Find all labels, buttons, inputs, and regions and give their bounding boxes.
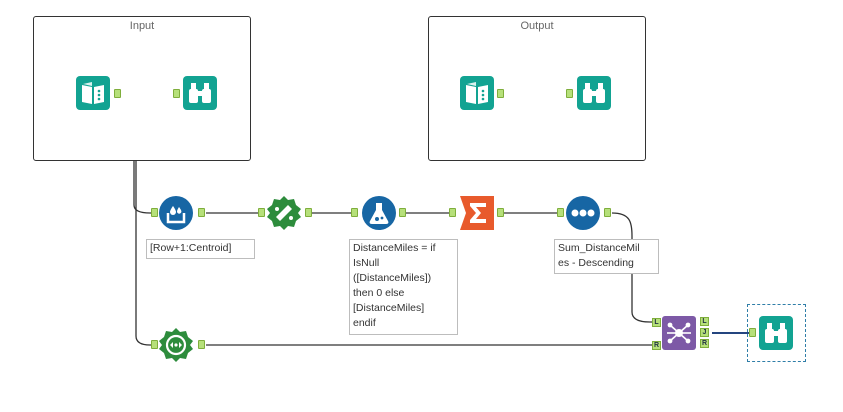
spatial-input-anchor[interactable] xyxy=(151,340,158,349)
input-data-tool-output[interactable] xyxy=(460,76,494,110)
formula-input-anchor[interactable] xyxy=(351,208,358,217)
formula-tool[interactable] xyxy=(362,196,396,230)
binoculars-icon xyxy=(759,316,793,350)
join-right-input-anchor[interactable]: R xyxy=(652,341,661,350)
summarize-output-anchor[interactable] xyxy=(497,208,504,217)
sort-output-anchor[interactable] xyxy=(604,208,611,217)
spatial-gear-icon xyxy=(159,328,193,362)
book-input-icon xyxy=(460,76,494,110)
selected-tool-outline xyxy=(747,304,806,362)
formula-output-anchor[interactable] xyxy=(399,208,406,217)
distance-tool[interactable] xyxy=(267,196,301,230)
input-data-output-anchor[interactable] xyxy=(114,89,121,98)
sort-tool[interactable] xyxy=(566,196,600,230)
flask-icon xyxy=(362,196,396,230)
dots-icon xyxy=(566,196,600,230)
join-right-output-anchor[interactable]: R xyxy=(700,339,709,348)
browse-tool-final[interactable] xyxy=(759,316,793,350)
book-input-icon xyxy=(76,76,110,110)
join-network-icon xyxy=(662,316,696,350)
spatial-output-anchor[interactable] xyxy=(198,340,205,349)
join-tool[interactable] xyxy=(662,316,696,350)
wire-sort-to-join[interactable] xyxy=(611,212,656,323)
browse-input-anchor[interactable] xyxy=(173,89,180,98)
distance-input-anchor[interactable] xyxy=(258,208,265,217)
join-join-output-anchor[interactable]: J xyxy=(700,328,709,337)
sort-annotation: Sum_DistanceMil es - Descending xyxy=(554,239,659,274)
summarize-tool[interactable] xyxy=(460,196,494,230)
formula-annotation: DistanceMiles = if IsNull ([DistanceMile… xyxy=(349,239,458,335)
input-data-tool[interactable] xyxy=(76,76,110,110)
join-left-input-anchor[interactable]: L xyxy=(652,318,661,327)
input-container[interactable]: Input xyxy=(33,16,251,161)
multi-row-formula-annotation: [Row+1:Centroid] xyxy=(146,239,255,259)
browse-tool-input[interactable] xyxy=(183,76,217,110)
output-container-title: Output xyxy=(520,20,554,32)
multi-row-formula-tool[interactable] xyxy=(159,196,193,230)
drops-icon xyxy=(159,196,193,230)
multirow-output-anchor[interactable] xyxy=(198,208,205,217)
browse-tool-output[interactable] xyxy=(577,76,611,110)
ruler-icon xyxy=(267,196,301,230)
input-container-title: Input xyxy=(129,20,155,32)
summarize-input-anchor[interactable] xyxy=(449,208,456,217)
browse-final-input-anchor[interactable] xyxy=(749,328,756,337)
input-data-output-anchor-2[interactable] xyxy=(497,89,504,98)
join-left-output-anchor[interactable]: L xyxy=(700,317,709,326)
binoculars-icon xyxy=(577,76,611,110)
multirow-input-anchor[interactable] xyxy=(151,208,158,217)
sort-input-anchor[interactable] xyxy=(557,208,564,217)
distance-output-anchor[interactable] xyxy=(305,208,312,217)
binoculars-icon xyxy=(183,76,217,110)
browse-input-anchor-2[interactable] xyxy=(566,89,573,98)
sigma-icon xyxy=(460,196,494,230)
spatial-info-tool[interactable] xyxy=(159,328,193,362)
